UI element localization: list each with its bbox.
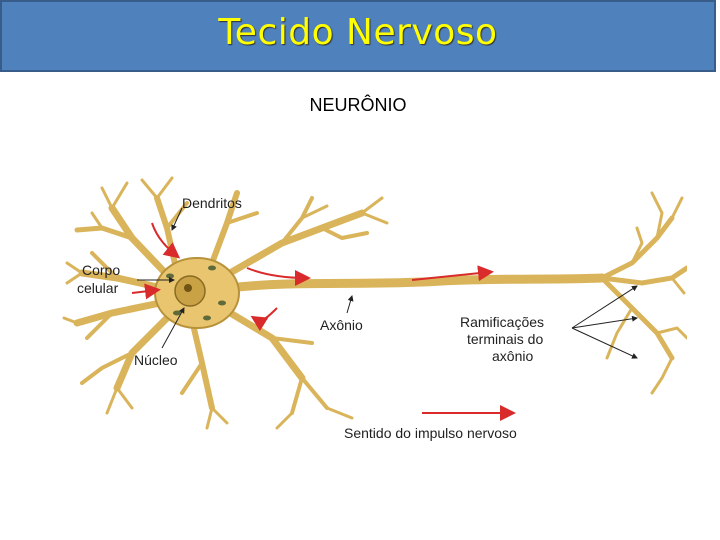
leader-lines [137, 207, 638, 359]
impulse-arrows [131, 222, 516, 421]
title-bar: Tecido Nervoso [0, 0, 716, 72]
label-nucleus: Núcleo [134, 352, 178, 368]
label-dendrites: Dendritos [182, 195, 242, 211]
slide-subtitle: NEURÔNIO [309, 95, 407, 115]
label-cell-body-1: Corpo [82, 262, 120, 278]
label-terminals-3: axônio [492, 348, 533, 364]
cell-body [154, 257, 240, 329]
label-impulse-direction: Sentido do impulso nervoso [344, 425, 517, 441]
label-terminals-2: terminais do [467, 331, 543, 347]
label-axon: Axônio [320, 317, 363, 333]
label-cell-body-2: celular [77, 280, 119, 296]
label-terminals-1: Ramificações [460, 314, 544, 330]
neuron-diagram: Dendritos Corpo celular Axônio Núcleo Ra… [62, 176, 687, 441]
slide-title: Tecido Nervoso [218, 11, 498, 53]
axon [222, 191, 687, 395]
